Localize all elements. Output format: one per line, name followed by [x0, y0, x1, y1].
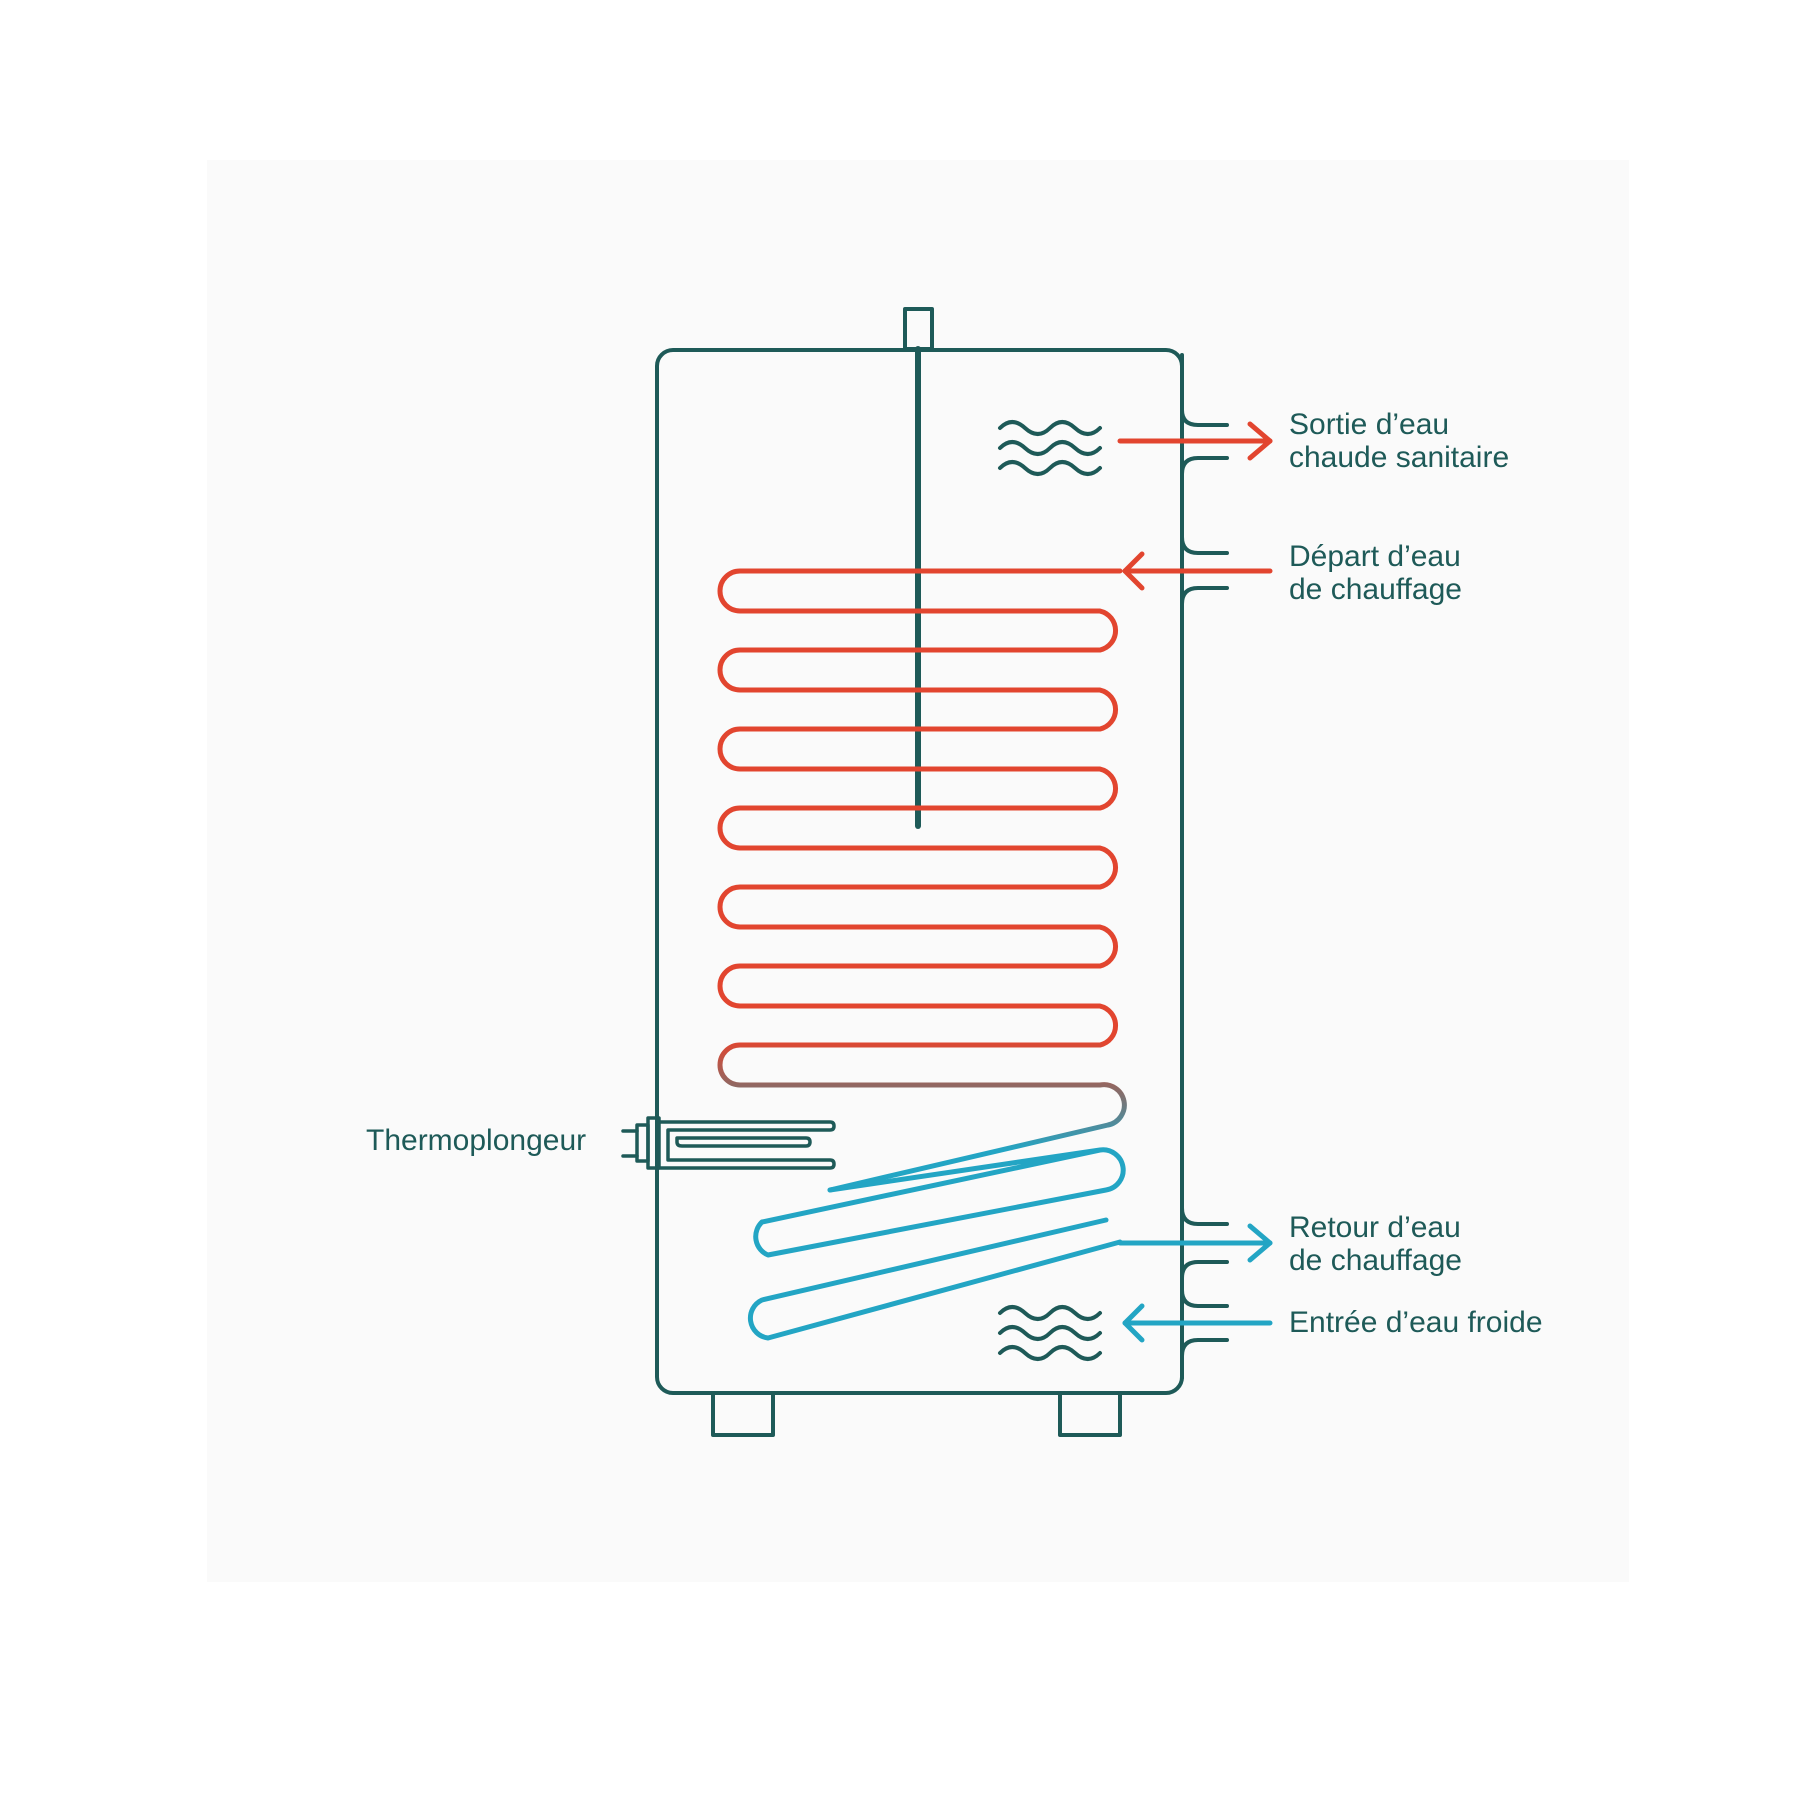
water-waves-icon: [998, 1305, 1102, 1361]
pipe-bracket-cold-in: [1180, 1338, 1229, 1380]
arrow-heating-flow: [1122, 551, 1273, 591]
arrow-hot-water-out: [1117, 421, 1273, 461]
arrow-heating-return: [1117, 1223, 1273, 1263]
label-line: Retour d’eau: [1289, 1211, 1461, 1244]
heating-coil-hot: [717, 568, 1123, 1048]
heating-coil-return: [747, 1217, 1123, 1341]
immersion-heater: [621, 1116, 836, 1170]
label-line: Sortie d’eau: [1289, 408, 1450, 441]
pipe-bracket-upper: [1180, 456, 1229, 555]
tank-foot-right: [1058, 1391, 1122, 1437]
top-fitting: [903, 307, 934, 351]
label-line: de chauffage: [1289, 573, 1462, 606]
label-heating-flow: Départ d’eau de chauffage: [1289, 540, 1462, 606]
pipe-bracket-lower: [1180, 1260, 1229, 1308]
label-hot-water-out: Sortie d’eau chaude sanitaire: [1289, 408, 1509, 474]
water-waves-icon: [998, 420, 1102, 476]
label-heating-return: Retour d’eau de chauffage: [1289, 1211, 1462, 1277]
label-immersion-heater: Thermoplongeur: [366, 1124, 586, 1157]
pipe-bracket-hot-out: [1180, 353, 1229, 427]
label-line: Départ d’eau: [1289, 540, 1461, 573]
heating-coil-transition: [717, 1042, 1127, 1193]
label-line: de chauffage: [1289, 1244, 1462, 1277]
pipe-bracket-middle: [1180, 586, 1229, 1226]
arrow-cold-water-in: [1122, 1303, 1273, 1343]
heating-coil-cold: [753, 1147, 1126, 1258]
label-line: chaude sanitaire: [1289, 441, 1510, 474]
tank-foot-left: [711, 1391, 775, 1437]
label-line: Thermoplongeur: [366, 1124, 587, 1157]
label-line: Entrée d’eau froide: [1289, 1306, 1543, 1339]
label-cold-water-in: Entrée d’eau froide: [1289, 1306, 1543, 1339]
